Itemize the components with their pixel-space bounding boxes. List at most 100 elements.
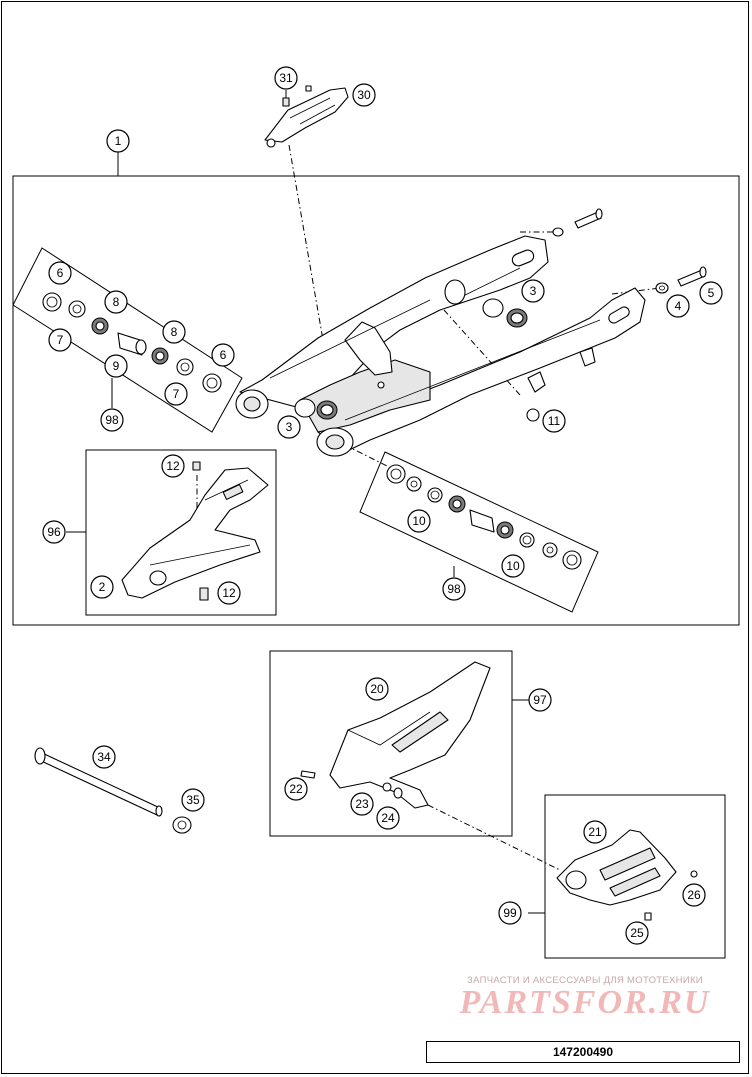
svg-text:96: 96 bbox=[47, 525, 61, 539]
screw-26 bbox=[690, 870, 698, 878]
svg-text:7: 7 bbox=[173, 387, 180, 401]
callout-5: 5 bbox=[699, 281, 723, 305]
svg-text:5: 5 bbox=[708, 286, 715, 300]
svg-text:4: 4 bbox=[675, 299, 682, 313]
svg-text:24: 24 bbox=[381, 811, 395, 825]
svg-text:7: 7 bbox=[57, 333, 64, 347]
svg-text:30: 30 bbox=[357, 88, 371, 102]
washer-23 bbox=[382, 782, 392, 792]
callout-34: 34 bbox=[92, 745, 116, 769]
svg-text:9: 9 bbox=[113, 359, 120, 373]
callout-20: 20 bbox=[365, 677, 389, 701]
svg-text:99: 99 bbox=[503, 906, 517, 920]
svg-text:98: 98 bbox=[105, 413, 119, 427]
callout-35: 35 bbox=[181, 788, 205, 812]
rear-axle bbox=[34, 747, 163, 817]
callout-3-right: 3 bbox=[521, 279, 545, 303]
svg-text:12: 12 bbox=[222, 586, 236, 600]
svg-text:35: 35 bbox=[186, 793, 200, 807]
svg-text:6: 6 bbox=[57, 266, 64, 280]
bearing-kit-right bbox=[386, 464, 582, 570]
svg-text:10: 10 bbox=[506, 559, 520, 573]
svg-text:10: 10 bbox=[412, 514, 426, 528]
nut-4 bbox=[655, 282, 669, 294]
callout-11: 11 bbox=[542, 409, 566, 433]
callout-9: 9 bbox=[104, 354, 128, 378]
svg-text:22: 22 bbox=[289, 782, 303, 796]
callout-31: 31 bbox=[274, 66, 298, 90]
callout-98-left: 98 bbox=[100, 408, 124, 432]
group-box-chain-guard bbox=[269, 650, 513, 837]
watermark: ЗАПЧАСТИ И АКСЕССУАРЫ ДЛЯ МОТОТЕХНИКИ PA… bbox=[430, 975, 740, 1022]
chain-slider bbox=[121, 467, 269, 599]
svg-text:21: 21 bbox=[588, 825, 602, 839]
callout-8-left-top: 8 bbox=[104, 290, 128, 314]
callout-98-right: 98 bbox=[442, 577, 466, 601]
callout-1: 1 bbox=[106, 129, 130, 153]
callout-2: 2 bbox=[90, 575, 114, 599]
screw-22 bbox=[300, 770, 316, 779]
chain-guard bbox=[329, 661, 491, 809]
callout-96: 96 bbox=[42, 520, 66, 544]
callout-3-left: 3 bbox=[277, 415, 301, 439]
svg-text:98: 98 bbox=[447, 582, 461, 596]
callout-99: 99 bbox=[498, 901, 522, 925]
svg-text:23: 23 bbox=[355, 797, 369, 811]
spacer-11 bbox=[526, 408, 540, 422]
callout-12-top: 12 bbox=[161, 454, 185, 478]
callout-30: 30 bbox=[352, 83, 376, 107]
plug-3-right bbox=[482, 298, 528, 328]
callout-7-left-bottom: 7 bbox=[164, 382, 188, 406]
screw-12-bottom bbox=[199, 587, 209, 601]
chain-guide bbox=[556, 829, 677, 906]
document-number: 147200490 bbox=[426, 1041, 740, 1063]
svg-text:8: 8 bbox=[171, 325, 178, 339]
callout-21: 21 bbox=[583, 820, 607, 844]
callout-6-left-bottom: 6 bbox=[211, 343, 235, 367]
svg-text:3: 3 bbox=[286, 420, 293, 434]
nut-24 bbox=[393, 787, 403, 799]
callout-10-top: 10 bbox=[407, 509, 431, 533]
svg-text:34: 34 bbox=[97, 750, 111, 764]
callout-26: 26 bbox=[682, 883, 706, 907]
callout-22: 22 bbox=[284, 777, 308, 801]
plug-3-left bbox=[294, 398, 338, 420]
callout-8-left-bottom: 8 bbox=[162, 320, 186, 344]
callout-12-bottom: 12 bbox=[217, 581, 241, 605]
assembly-line bbox=[288, 144, 324, 341]
group-box-chain-guide bbox=[544, 794, 726, 959]
group-box-swingarm bbox=[12, 175, 740, 626]
svg-text:26: 26 bbox=[687, 888, 701, 902]
svg-text:11: 11 bbox=[548, 414, 561, 428]
axle-nut bbox=[172, 816, 192, 834]
screw-25 bbox=[644, 912, 652, 921]
svg-text:1: 1 bbox=[115, 134, 122, 148]
svg-text:2: 2 bbox=[99, 580, 106, 594]
svg-text:31: 31 bbox=[279, 71, 293, 85]
assembly-line bbox=[427, 804, 561, 871]
svg-text:97: 97 bbox=[533, 693, 547, 707]
bearing-kit-left bbox=[42, 292, 222, 393]
svg-text:12: 12 bbox=[166, 459, 180, 473]
callout-4: 4 bbox=[666, 294, 690, 318]
axle-adjuster-bolt bbox=[552, 208, 603, 237]
chain-slider-top bbox=[264, 87, 349, 148]
callout-10-bottom: 10 bbox=[501, 554, 525, 578]
callout-97: 97 bbox=[528, 688, 552, 712]
callout-23: 23 bbox=[350, 792, 374, 816]
adjuster-bolt-5 bbox=[677, 266, 707, 287]
svg-text:25: 25 bbox=[630, 926, 644, 940]
assembly-line bbox=[344, 444, 396, 471]
leader-lines bbox=[66, 90, 545, 914]
svg-text:3: 3 bbox=[530, 284, 537, 298]
svg-text:20: 20 bbox=[370, 682, 384, 696]
svg-text:6: 6 bbox=[220, 348, 227, 362]
callout-6-left-top: 6 bbox=[48, 261, 72, 285]
callout-25: 25 bbox=[625, 921, 649, 945]
callout-24: 24 bbox=[376, 806, 400, 830]
screw-12-top bbox=[192, 461, 201, 471]
group-box-bearing-kit-right bbox=[359, 451, 599, 613]
watermark-tagline: ЗАПЧАСТИ И АКСЕССУАРЫ ДЛЯ МОТОТЕХНИКИ bbox=[467, 975, 703, 986]
